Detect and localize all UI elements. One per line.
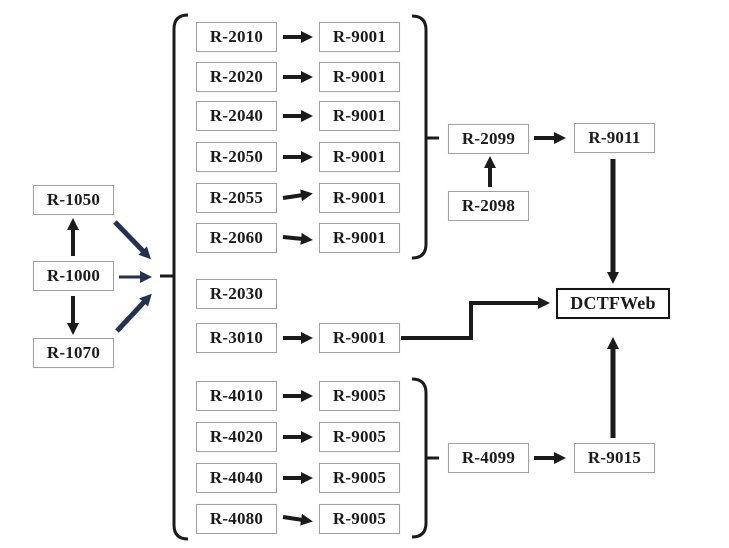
node-r9011: R-9011 — [574, 123, 655, 153]
node-r4099: R-4099 — [448, 443, 529, 473]
node-r9001-row1: R-9001 — [319, 22, 400, 52]
node-label: R-1050 — [46, 190, 101, 209]
node-r1050: R-1050 — [33, 185, 114, 215]
node-label: R-2040 — [209, 106, 264, 125]
arrow-r9001-dctfweb-elbow — [401, 297, 550, 340]
node-r9005-row4: R-9005 — [319, 504, 400, 534]
node-label: R-2055 — [209, 188, 264, 207]
node-label: R-4080 — [209, 509, 264, 528]
node-r9005-row1: R-9005 — [319, 381, 400, 411]
node-label: R-9001 — [332, 328, 387, 347]
node-label: R-9005 — [332, 509, 387, 528]
node-label: R-9001 — [332, 106, 387, 125]
node-label: R-3010 — [209, 328, 264, 347]
node-r1070: R-1070 — [33, 338, 114, 368]
node-label: R-2030 — [209, 284, 264, 303]
node-r4010: R-4010 — [196, 381, 277, 411]
node-r9001-r3010: R-9001 — [319, 323, 400, 353]
node-r9001-row5: R-9001 — [319, 183, 400, 213]
node-r9001-row4: R-9001 — [319, 142, 400, 172]
node-r9005-row2: R-9005 — [319, 422, 400, 452]
node-r2060: R-2060 — [196, 223, 277, 253]
node-label: R-9001 — [332, 27, 387, 46]
node-label: R-4010 — [209, 386, 264, 405]
events-brace — [172, 13, 189, 541]
node-label: R-4040 — [209, 468, 264, 487]
arrow-r2060-r9001 — [282, 232, 313, 245]
node-label: R-9005 — [332, 427, 387, 446]
arrow-r4080-r9005 — [282, 513, 313, 526]
node-label: R-9011 — [588, 128, 641, 147]
node-label: R-4020 — [209, 427, 264, 446]
node-label: R-9001 — [332, 188, 387, 207]
node-label: R-2020 — [209, 67, 264, 86]
arrow-r2055-r9001 — [282, 189, 313, 202]
r4000-brace — [411, 377, 428, 539]
node-r9001-row2: R-9001 — [319, 62, 400, 92]
node-label: R-2099 — [461, 129, 516, 148]
node-label: R-1000 — [46, 266, 101, 285]
node-r4080: R-4080 — [196, 504, 277, 534]
node-label: R-9001 — [332, 147, 387, 166]
node-label: R-2050 — [209, 147, 264, 166]
node-dctfweb: DCTFWeb — [556, 288, 670, 319]
node-r2010: R-2010 — [196, 22, 277, 52]
node-label: R-2010 — [209, 27, 264, 46]
node-r9005-row3: R-9005 — [319, 463, 400, 493]
node-label: R-9001 — [332, 228, 387, 247]
node-label: DCTFWeb — [570, 293, 656, 313]
arrow-r1050-brace — [113, 220, 151, 260]
node-label: R-9005 — [332, 386, 387, 405]
node-r9001-row3: R-9001 — [319, 101, 400, 131]
node-r2020: R-2020 — [196, 62, 277, 92]
node-r2050: R-2050 — [196, 142, 277, 172]
node-r4040: R-4040 — [196, 463, 277, 493]
node-r2030: R-2030 — [196, 279, 277, 309]
node-r9015: R-9015 — [574, 443, 655, 473]
node-r2055: R-2055 — [196, 183, 277, 213]
r2000-brace — [411, 14, 428, 260]
node-r1000: R-1000 — [33, 261, 114, 291]
node-r2099: R-2099 — [448, 124, 529, 154]
node-r2098: R-2098 — [448, 191, 529, 221]
node-r2040: R-2040 — [196, 101, 277, 131]
node-r4020: R-4020 — [196, 422, 277, 452]
arrow-r1070-brace — [115, 293, 152, 333]
node-label: R-9001 — [332, 67, 387, 86]
node-r3010: R-3010 — [196, 323, 277, 353]
node-label: R-9015 — [587, 448, 642, 467]
node-r9001-row6: R-9001 — [319, 223, 400, 253]
node-label: R-2060 — [209, 228, 264, 247]
node-label: R-1070 — [46, 343, 101, 362]
node-label: R-4099 — [461, 448, 516, 467]
node-label: R-2098 — [461, 196, 516, 215]
node-label: R-9005 — [332, 468, 387, 487]
